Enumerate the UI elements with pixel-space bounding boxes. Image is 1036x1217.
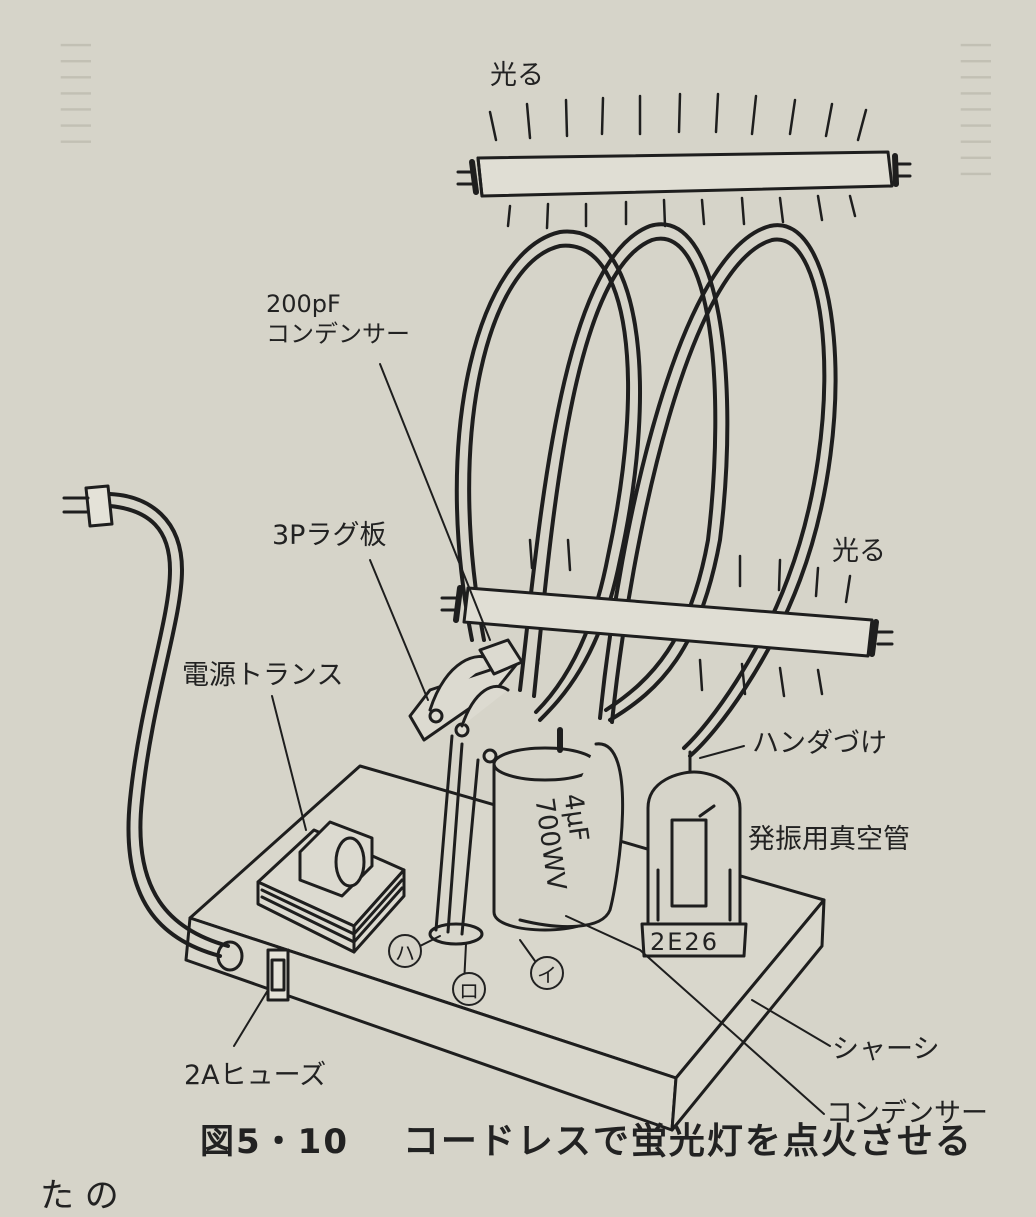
wire-bundle <box>428 734 484 946</box>
label-lug-board: 3Pラグ板 <box>272 520 387 551</box>
leader-solder <box>699 745 745 759</box>
glow-lines-bottom <box>528 538 852 698</box>
terminal-marker-ha: ハ <box>388 934 422 968</box>
vacuum-tube-2e26 <box>640 750 748 958</box>
figure-caption: 図5・10 コードレスで蛍光灯を点火させる <box>200 1112 973 1164</box>
leader-200pf <box>379 363 491 641</box>
label-200pf-name: コンデンサー <box>266 320 410 348</box>
bleed-through-text: ||||||| <box>60 40 95 153</box>
bottom-fluorescent-lamp <box>440 585 894 658</box>
label-condenser: コンデンサー <box>826 1098 988 1129</box>
power-transformer <box>256 820 406 954</box>
capacitor-200pf <box>478 638 524 676</box>
terminal-marker-i: イ <box>530 956 564 990</box>
label-glow-top: 光る <box>490 60 544 91</box>
label-fuse: 2Aヒューズ <box>184 1060 327 1091</box>
leader-chassis <box>751 999 831 1047</box>
label-chassis: シャーシ <box>832 1034 940 1065</box>
label-oscillator-tube: 発振用真空管 <box>748 824 910 855</box>
label-200pf-value: 200pF <box>266 290 341 318</box>
leader-transformer <box>271 695 307 831</box>
glow-lines-top <box>488 92 868 230</box>
leader-ha <box>419 935 441 947</box>
top-fluorescent-lamp <box>456 150 912 198</box>
leader-fuse <box>233 989 269 1047</box>
leader-lug-board <box>369 559 429 701</box>
fuse-holder <box>266 948 290 1002</box>
figure-title: コードレスで蛍光灯を点火させる <box>402 1121 973 1162</box>
label-glow-bottom: 光る <box>832 536 886 567</box>
lug-board <box>408 655 522 764</box>
capacitor-rating: 4μF 700WV <box>529 792 599 892</box>
figure-number: 図5・10 <box>200 1122 349 1162</box>
terminal-marker-ro: ロ <box>452 972 486 1006</box>
coil-loops <box>454 222 838 758</box>
label-solder: ハンダづけ <box>752 728 887 759</box>
capacitor-4uf <box>492 727 625 932</box>
tube-type-label: 2E26 <box>650 928 719 956</box>
label-power-transformer: 電源トランス <box>182 660 344 691</box>
leader-condenser <box>565 915 825 1115</box>
power-cord <box>62 484 230 958</box>
body-text-fragment: た の <box>40 1176 119 1216</box>
bleed-through-text: ||||||||| <box>960 40 995 185</box>
